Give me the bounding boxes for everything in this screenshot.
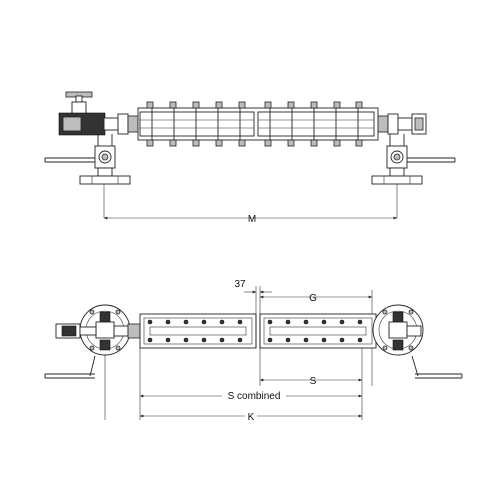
- left-valve-handwheel: [58, 91, 106, 136]
- bolts-bottom: [146, 139, 363, 147]
- left-flange: [79, 167, 131, 218]
- left-round-flange: [79, 304, 131, 420]
- dimension-g: G: [259, 293, 373, 304]
- label-g: G: [309, 293, 317, 304]
- front-view: 37 G S S combined K: [44, 279, 463, 423]
- bolt-holes-bottom: [147, 337, 363, 343]
- bolts-top: [146, 101, 363, 109]
- right-drain-valve: [386, 145, 456, 169]
- frame-posts: [151, 108, 359, 140]
- bolt-holes-top: [147, 319, 363, 325]
- dimension-s-combined: S combined: [139, 389, 363, 402]
- left-drain-valve: [44, 145, 116, 169]
- right-connection-fittings: [377, 113, 427, 146]
- dimension-s: S: [259, 376, 363, 387]
- label-s-combined: S combined: [228, 391, 281, 402]
- dimension-m: M: [103, 214, 398, 225]
- left-connection-fittings: [97, 113, 139, 146]
- side-view: M: [44, 91, 456, 225]
- label-37: 37: [234, 279, 246, 290]
- dimension-37: 37: [234, 279, 272, 294]
- gauge-body-front: [127, 313, 389, 349]
- gauge-body-side: [137, 101, 379, 147]
- right-round-flange: [372, 304, 463, 379]
- right-flange: [371, 167, 423, 218]
- label-m: M: [248, 214, 256, 225]
- dimension-k: K: [139, 410, 363, 423]
- label-k: K: [248, 412, 255, 423]
- label-s: S: [310, 376, 317, 387]
